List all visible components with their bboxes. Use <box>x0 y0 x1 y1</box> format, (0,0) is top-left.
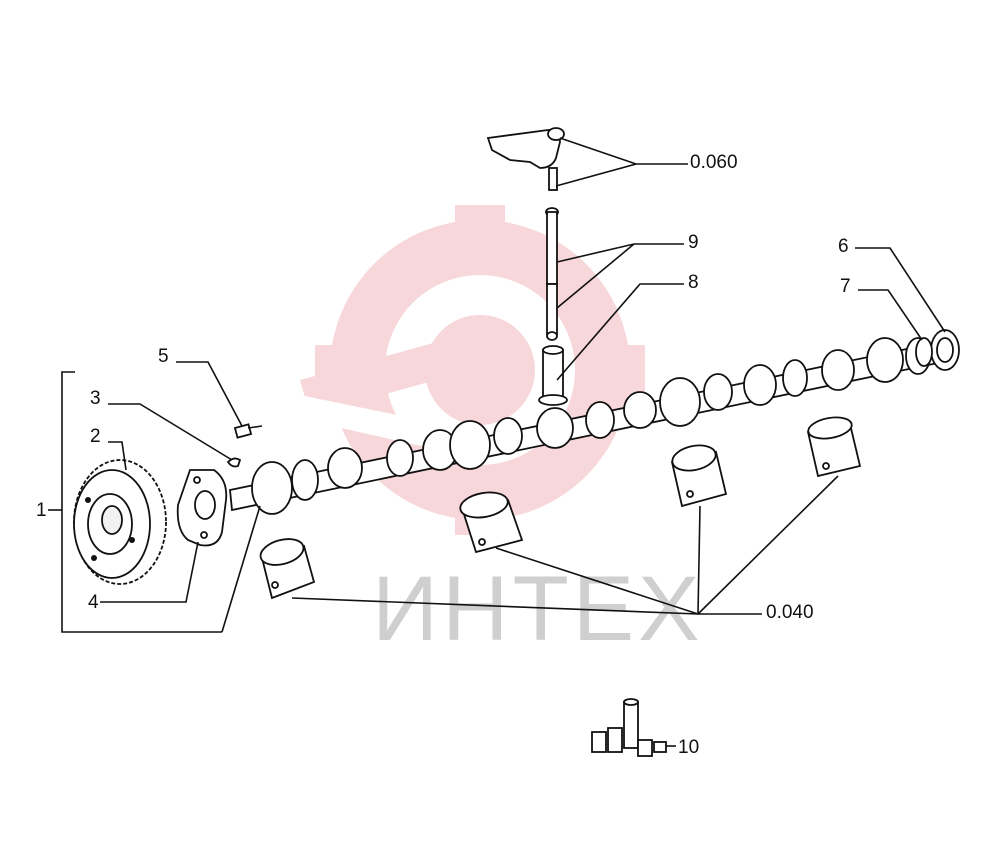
thrust-plate <box>176 469 228 547</box>
kit-icon <box>591 698 667 757</box>
label-7: 7 <box>840 276 851 297</box>
label-6: 6 <box>838 236 849 257</box>
bushing-1 <box>259 538 316 600</box>
camshaft <box>229 337 953 515</box>
push-rod <box>545 207 559 341</box>
label-1: 1 <box>36 500 47 521</box>
rocker-arm <box>486 127 565 191</box>
label-3: 3 <box>90 388 101 409</box>
tappet <box>538 345 568 406</box>
label-8: 8 <box>688 272 699 293</box>
label-2: 2 <box>90 426 101 447</box>
bracket-1 <box>48 371 222 633</box>
bolt <box>233 423 263 439</box>
washer <box>915 337 933 367</box>
label-4: 4 <box>88 592 99 613</box>
timing-gear <box>73 459 167 585</box>
label-9: 9 <box>688 232 699 253</box>
bushing-2 <box>459 491 524 554</box>
leader-lines <box>100 137 946 747</box>
label-5: 5 <box>158 346 169 367</box>
label-0040: 0.040 <box>766 602 814 623</box>
label-0060: 0.060 <box>690 152 738 173</box>
label-10: 10 <box>678 737 699 758</box>
ring <box>930 329 960 371</box>
bushing-3 <box>670 444 728 508</box>
bushing-4 <box>806 416 862 478</box>
key <box>226 457 242 468</box>
watermark-text: ИНТЕХ <box>372 558 704 660</box>
